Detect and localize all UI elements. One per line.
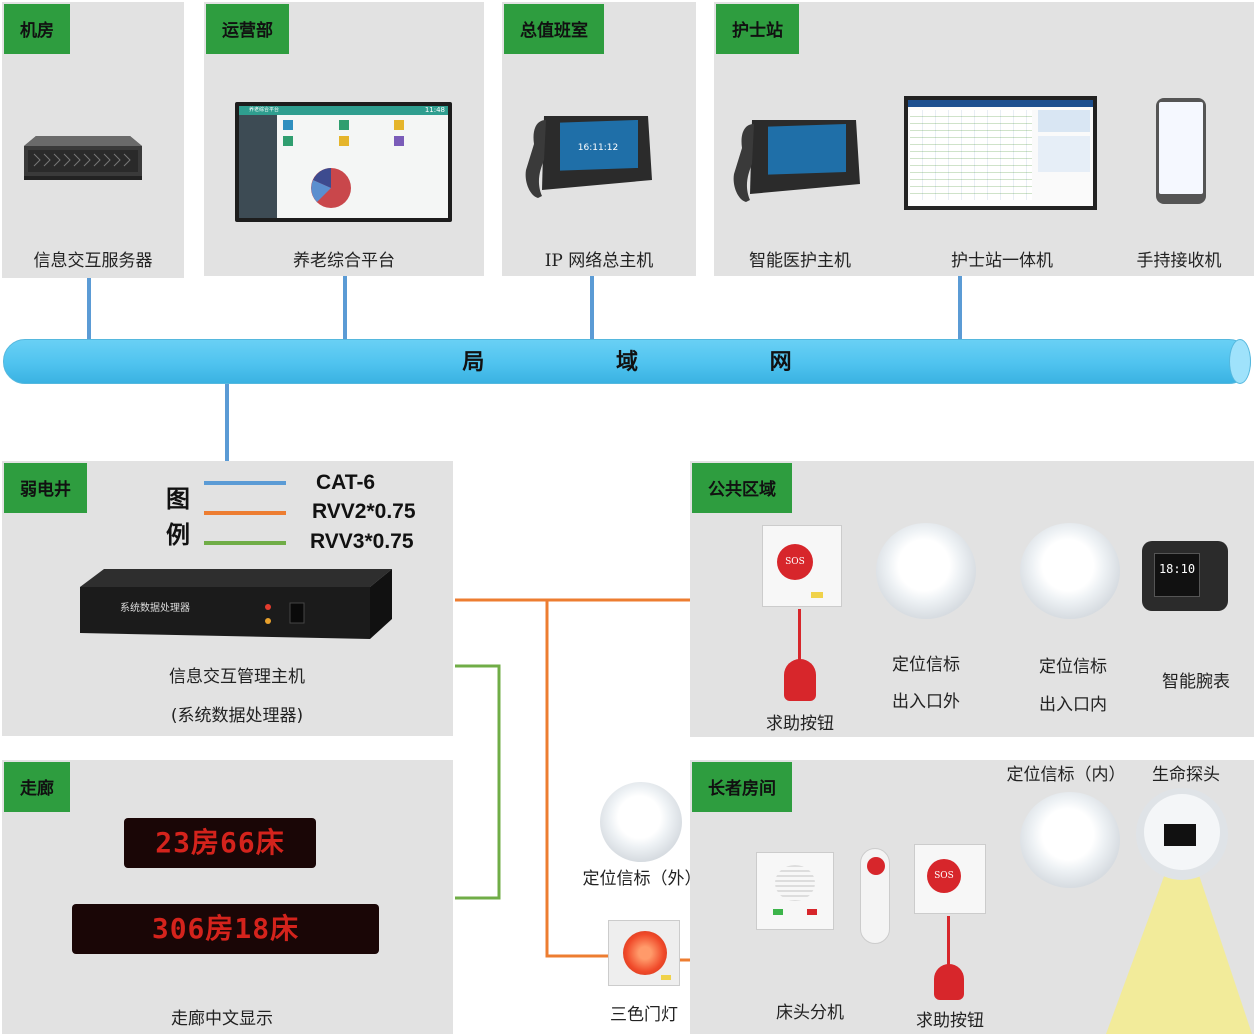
nurse-panel-image [904,96,1097,210]
pull-cord-icon [947,916,950,966]
panel-weak-current: 弱电井 图 例 CAT-6 RVV2*0.75 RVV3*0.75 系统数据处理… [2,461,453,736]
lan-label: 局 域 网 [462,349,854,375]
monitor-image: 养老综合平台 11:48 [235,102,452,222]
outside-beacon-icon [600,782,682,862]
legend-item: RVV3*0.75 [310,530,414,553]
legend-line-cat6 [204,481,286,485]
panel-corridor: 走廊 23房66床 306房18床 走廊中文显示 [2,760,453,1034]
device-label: 生命探头 [1152,765,1220,785]
handheld-receiver-image [1156,98,1206,204]
beacon-icon [1020,523,1120,619]
smart-watch-image: 18:10 [1142,541,1228,611]
device-label: 智能医护主机 [749,251,851,271]
device-label: 走廊中文显示 [171,1009,273,1029]
handset-image [860,848,890,944]
platform-title: 养老综合平台 [249,107,280,113]
device-label: 信息交互管理主机 [169,667,305,687]
device-label: 手持接收机 [1136,251,1222,271]
door-light-label: 三色门灯 [610,1005,678,1025]
device-label: 定位信标 [1039,657,1107,677]
device-label: 出入口内 [1039,695,1107,715]
device-sub-label: (系统数据处理器) [170,706,304,726]
cat6-link [87,278,91,340]
platform-time: 11:48 [424,106,445,114]
legend-item: CAT-6 [316,471,376,494]
device-label: IP 网络总主机 [544,251,654,271]
bus-end-cap [1229,339,1251,384]
panel-tag: 长者房间 [692,762,792,812]
ip-host-clock: 16:11:12 [578,143,618,153]
beacon-icon [876,523,976,619]
lan-bus: 局 域 网 [3,339,1251,384]
ip-host-image: 16:11:12 [525,116,652,198]
cat6-link [225,383,229,461]
device-label: 求助按钮 [766,714,834,734]
device-label: 定位信标（内） [1006,765,1126,785]
device-label: 定位信标 [892,655,960,675]
device-label: 床头分机 [776,1003,844,1023]
panel-operations: 运营部 养老综合平台 11:48 养老综合平台 [204,2,484,276]
panel-tag: 弱电井 [4,463,87,513]
sos-button-image: SOS [762,525,842,607]
corridor-display: 306房18床 [72,904,379,954]
life-detector-image [1106,788,1252,1034]
outside-beacon-label: 定位信标（外） [582,869,702,889]
rvv2-wire [545,600,608,958]
corridor-display: 23房66床 [124,818,316,868]
device-label: 信息交互服务器 [33,251,153,271]
panel-machine-room: 机房 信息交互服务器 [2,2,184,278]
panel-tag: 机房 [4,4,70,54]
device-label: 求助按钮 [916,1011,984,1031]
cat6-link [590,276,594,340]
legend-title: 图 [166,484,190,513]
panel-nurse-station: 护士站 智能医护主机 护士站一体机 手持接收机 [714,2,1254,276]
cat6-link [343,276,347,340]
sos-button-image: SOS [914,844,986,914]
pull-handle-icon [934,964,964,1000]
legend-line-rvv3 [204,541,286,545]
smart-nurse-host-image [733,120,860,202]
legend-item: RVV2*0.75 [312,500,416,523]
svg-text:系统数据处理器: 系统数据处理器 [120,601,190,614]
pull-handle-icon [784,659,816,701]
device-label: 护士站一体机 [951,251,1053,271]
door-light-image [608,920,680,986]
panel-tag: 走廊 [4,762,70,812]
legend-line-rvv2 [204,511,286,515]
device-label: 智能腕表 [1162,672,1230,692]
panel-public-area: 公共区域 SOS 求助按钮 定位信标 出入口外 定位信标 出入口内 18:10 … [690,461,1254,737]
pull-cord-icon [798,609,801,661]
beacon-icon [1020,792,1120,888]
panel-duty-room: 总值班室 16:11:12 IP 网络总主机 [502,2,696,276]
device-label: 养老综合平台 [293,251,395,271]
cat6-link [958,276,962,340]
panel-tag: 运营部 [206,4,289,54]
bedside-unit-image [756,852,834,930]
device-label: 出入口外 [892,692,960,712]
data-processor-image: 系统数据处理器 [80,569,392,639]
panel-tag: 总值班室 [504,4,604,54]
legend-title: 例 [166,520,190,549]
panel-elder-room: 长者房间 SOS 床头分机 求助按钮 定位信标（内） 生命探头 [690,760,1254,1034]
server-image [24,136,142,180]
panel-tag: 护士站 [716,4,799,54]
panel-tag: 公共区域 [692,463,792,513]
rvv3-wire [455,664,501,900]
